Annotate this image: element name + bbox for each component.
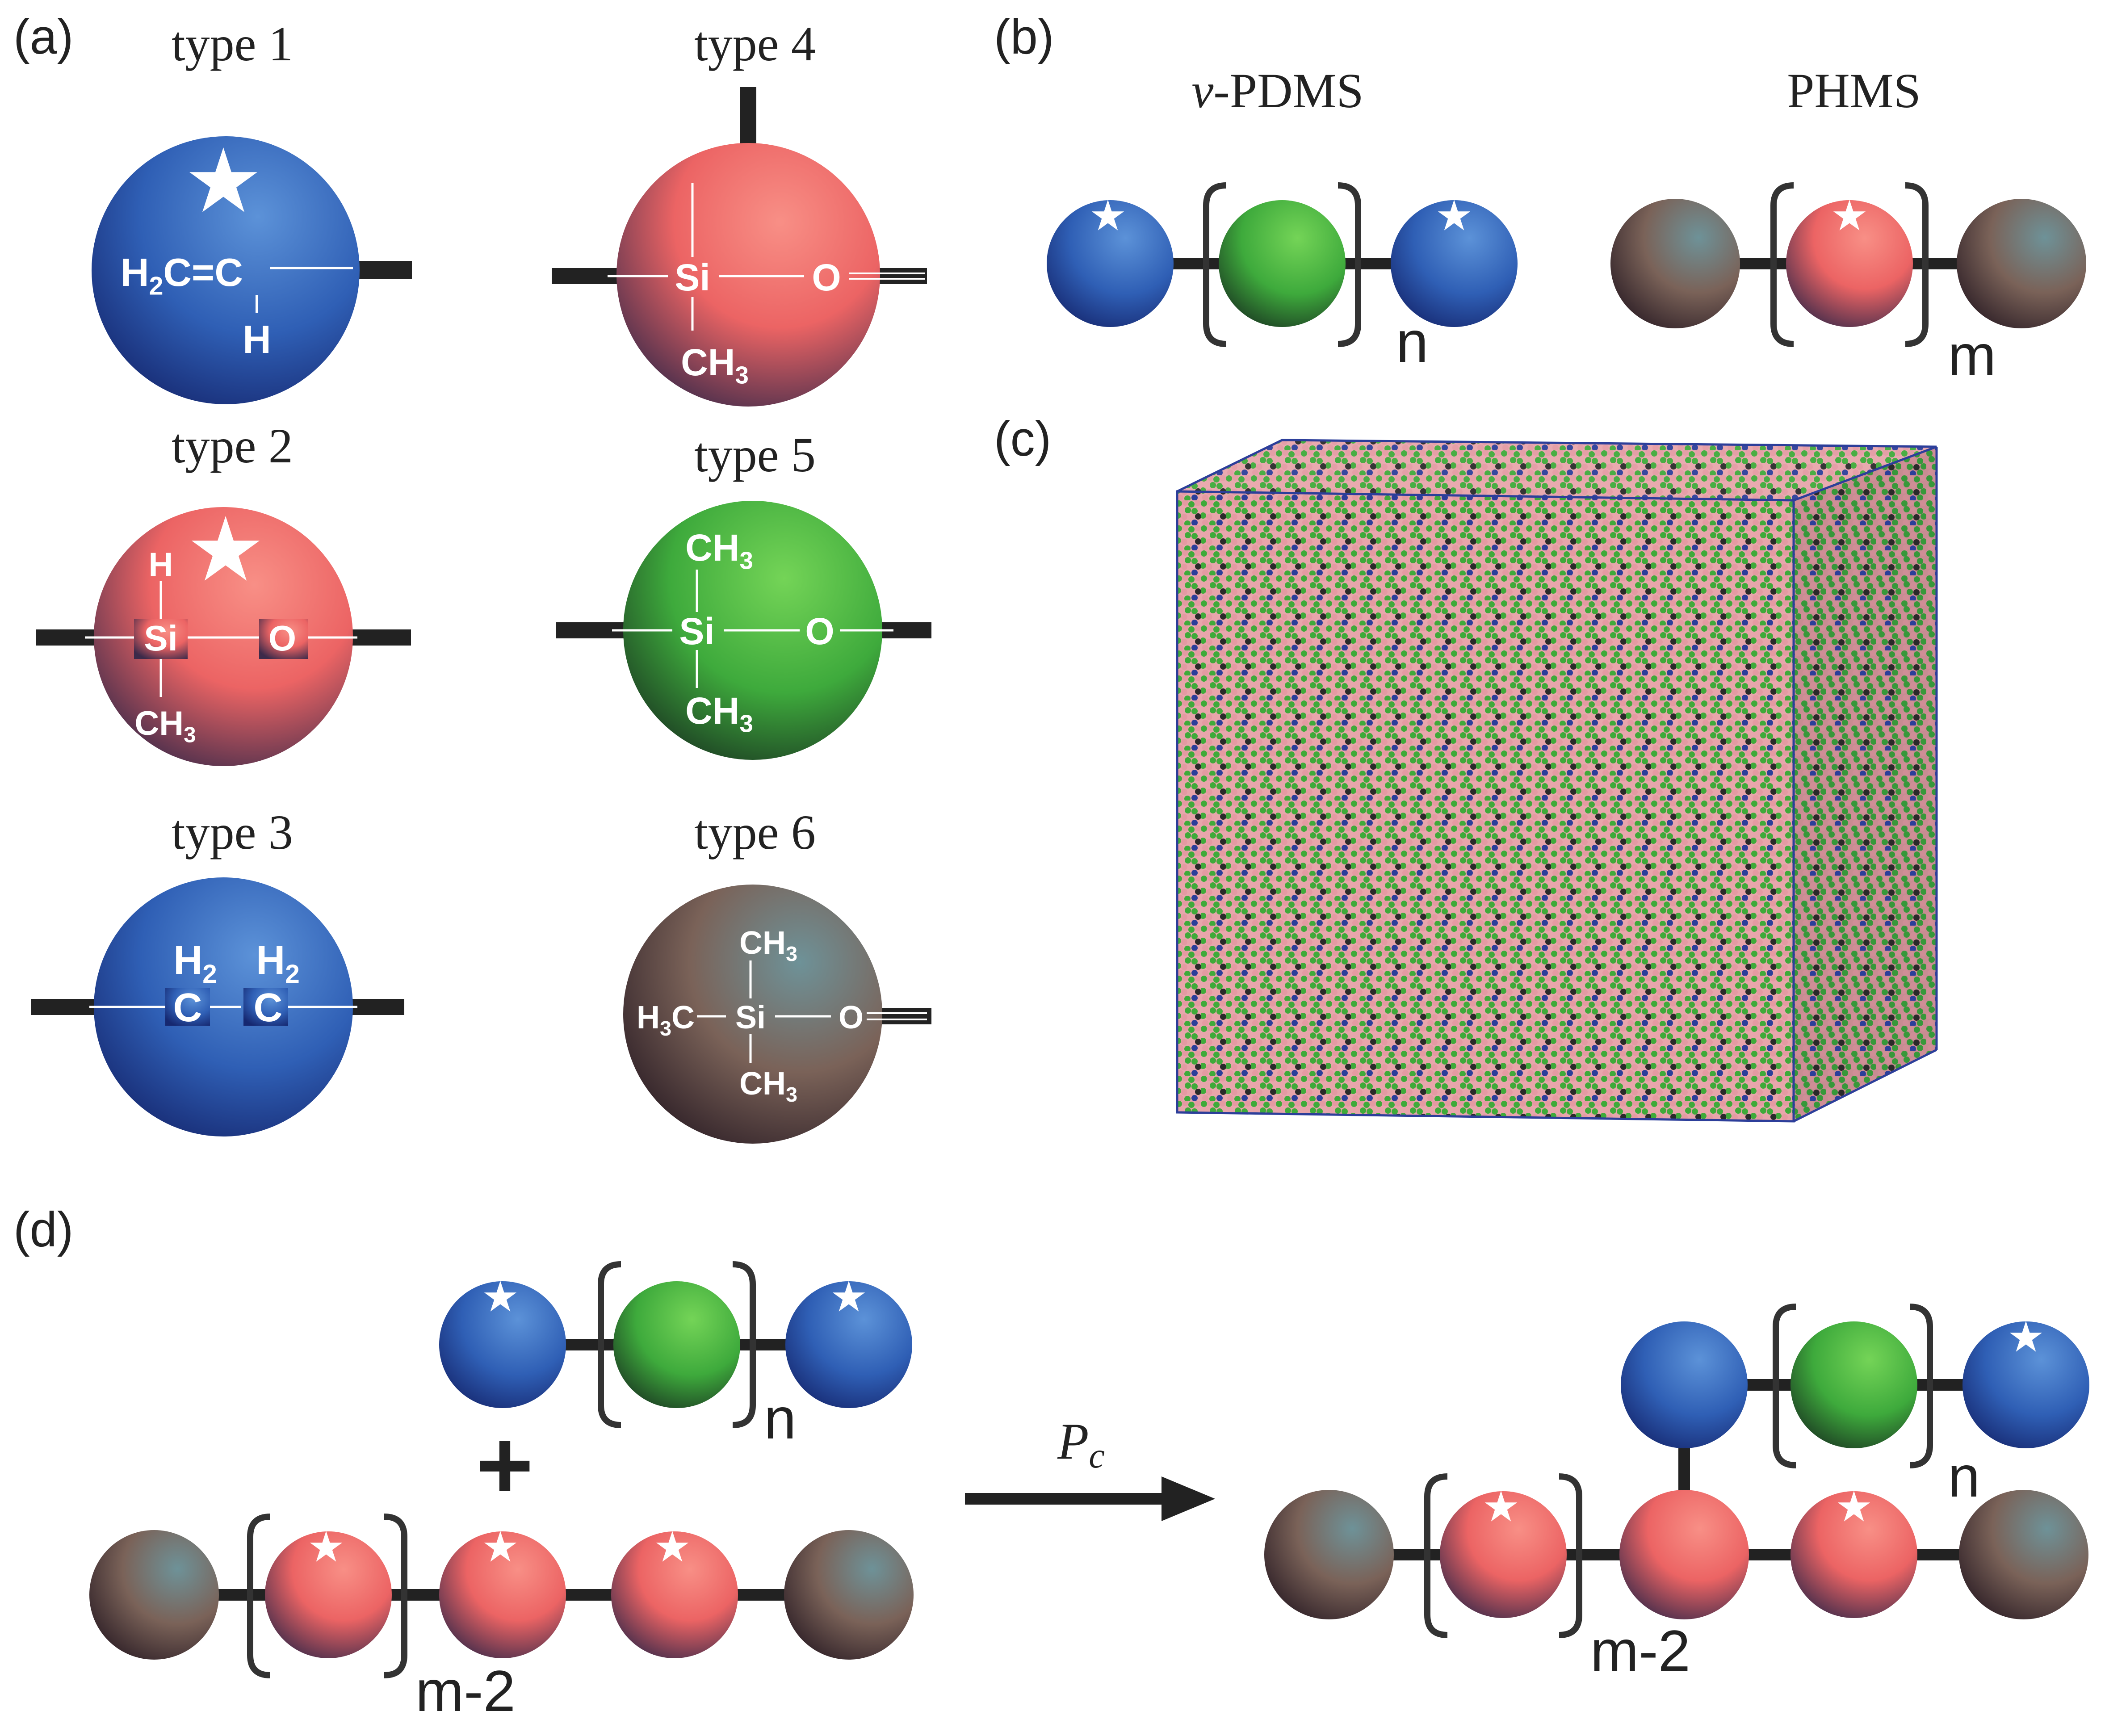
formula-h2-left: H2: [173, 938, 217, 989]
plus-sign: +: [476, 1410, 533, 1520]
repeat-n: n: [1948, 1444, 1980, 1509]
bead-type-5: type 5 CH3 Si O CH3: [556, 428, 931, 760]
bead-middle: [439, 1531, 566, 1658]
bead-end: [1047, 200, 1174, 327]
formula-ch3-top: CH3: [739, 925, 797, 965]
panel-label-a: (a): [13, 9, 73, 64]
bead-type-3: type 3 H2 H2 C C: [31, 805, 404, 1136]
bead-sphere: [616, 143, 880, 407]
reactant-vpdms-chain: n: [439, 1261, 912, 1451]
bracket-right: [1338, 182, 1361, 347]
formula-ch3-bottom: CH3: [739, 1066, 797, 1106]
bead-end: [439, 1281, 566, 1408]
bead-end: [89, 1530, 219, 1660]
repeat-m: m: [1948, 323, 1996, 388]
repeat-n: n: [764, 1386, 796, 1451]
formula-h3c: H3C: [637, 1000, 695, 1040]
bracket-right: [1909, 1304, 1933, 1468]
bracket-left: [1773, 1304, 1796, 1468]
bead-end: [1391, 200, 1518, 327]
bead-type-1: type 1 H2C=C H: [92, 17, 412, 404]
type-4-title: type 4: [694, 17, 816, 71]
bead-middle: [1786, 200, 1913, 327]
bead-sphere: [92, 136, 360, 404]
type-3-title: type 3: [172, 805, 293, 860]
type-1-title: type 1: [172, 17, 293, 71]
bead-middle: [265, 1531, 392, 1658]
bracket-left: [1203, 182, 1227, 347]
repeat-m-2: m-2: [1590, 1618, 1690, 1683]
panel-label-b: (b): [994, 9, 1054, 64]
bead-end: [1962, 1321, 2089, 1448]
bracket-left: [598, 1261, 621, 1428]
bead-end: [785, 1281, 912, 1408]
arrow-label: Pc: [1057, 1413, 1105, 1476]
bracket-left: [247, 1514, 271, 1678]
type-2-title: type 2: [172, 419, 293, 473]
bracket-left: [1424, 1473, 1448, 1638]
formula-o: O: [812, 256, 841, 298]
bead-middle: [1219, 200, 1346, 327]
formula-o: O: [805, 610, 834, 652]
box-top-face: [1177, 440, 1937, 500]
reactant-phms-chain: m-2: [89, 1514, 914, 1723]
bracket-left: [1770, 182, 1794, 347]
bead-type-6: type 6 CH3 H3C Si O CH3: [623, 805, 931, 1144]
bead-type-2: type 2 H Si O CH3: [36, 419, 411, 766]
bead-type-4: type 4 Si O CH3: [552, 17, 927, 407]
bead-end: [1264, 1490, 1394, 1619]
formula-main: H2C=C: [121, 250, 243, 300]
type-5-title: type 5: [694, 428, 816, 482]
formula-c-left: C: [173, 985, 202, 1030]
bead-middle: [1791, 1491, 1917, 1618]
bracket-right: [732, 1261, 756, 1428]
bead-sphere: [623, 885, 882, 1144]
reaction-arrow: Pc: [965, 1413, 1215, 1521]
formula-c-right: C: [254, 985, 283, 1030]
formula-si: Si: [679, 610, 714, 652]
vpdms-name: v-PDMS: [1191, 63, 1363, 118]
panel-label-d: (d): [13, 1202, 73, 1257]
formula-h: H: [149, 546, 173, 584]
type-6-title: type 6: [694, 805, 816, 860]
bead-end: [1957, 199, 2086, 328]
panel-label-c: (c): [994, 411, 1051, 466]
formula-si: Si: [144, 618, 178, 658]
bead-type-3-linked: [1621, 1321, 1748, 1448]
bead-end: [1610, 199, 1740, 328]
bracket-right: [1905, 182, 1929, 347]
bead-end: [784, 1530, 914, 1660]
bead-middle: [1791, 1321, 1917, 1448]
formula-ch3: CH3: [681, 341, 749, 389]
formula-o: O: [839, 1000, 864, 1036]
phms-name: PHMS: [1787, 63, 1921, 118]
repeat-n: n: [1396, 309, 1428, 374]
formula-si: Si: [735, 1000, 766, 1036]
formula-ch3-top: CH3: [685, 527, 753, 574]
formula-ch3-bottom: CH3: [685, 690, 753, 737]
repeat-m-2: m-2: [415, 1658, 516, 1723]
product-network: n m-2: [1264, 1304, 2089, 1683]
bracket-right: [1559, 1473, 1582, 1638]
box-front-face: [1177, 491, 1794, 1121]
bead-middle: [613, 1281, 740, 1408]
formula-h: H: [243, 317, 271, 361]
formula-ch3: CH3: [134, 704, 196, 747]
box-right-face: [1794, 447, 1937, 1121]
bead-end: [1959, 1490, 2088, 1619]
bead-middle: [1440, 1491, 1567, 1618]
formula-si: Si: [675, 256, 710, 298]
formula-o: O: [268, 618, 296, 658]
simulation-box: [1176, 439, 1938, 1123]
phms-chain: m: [1610, 182, 2086, 388]
formula-h2-right: H2: [256, 938, 300, 989]
vpdms-chain: n: [1047, 182, 1518, 374]
bead-middle: [611, 1531, 738, 1658]
bracket-right: [384, 1514, 407, 1678]
bead-type-4-crosslinked: [1619, 1490, 1749, 1619]
